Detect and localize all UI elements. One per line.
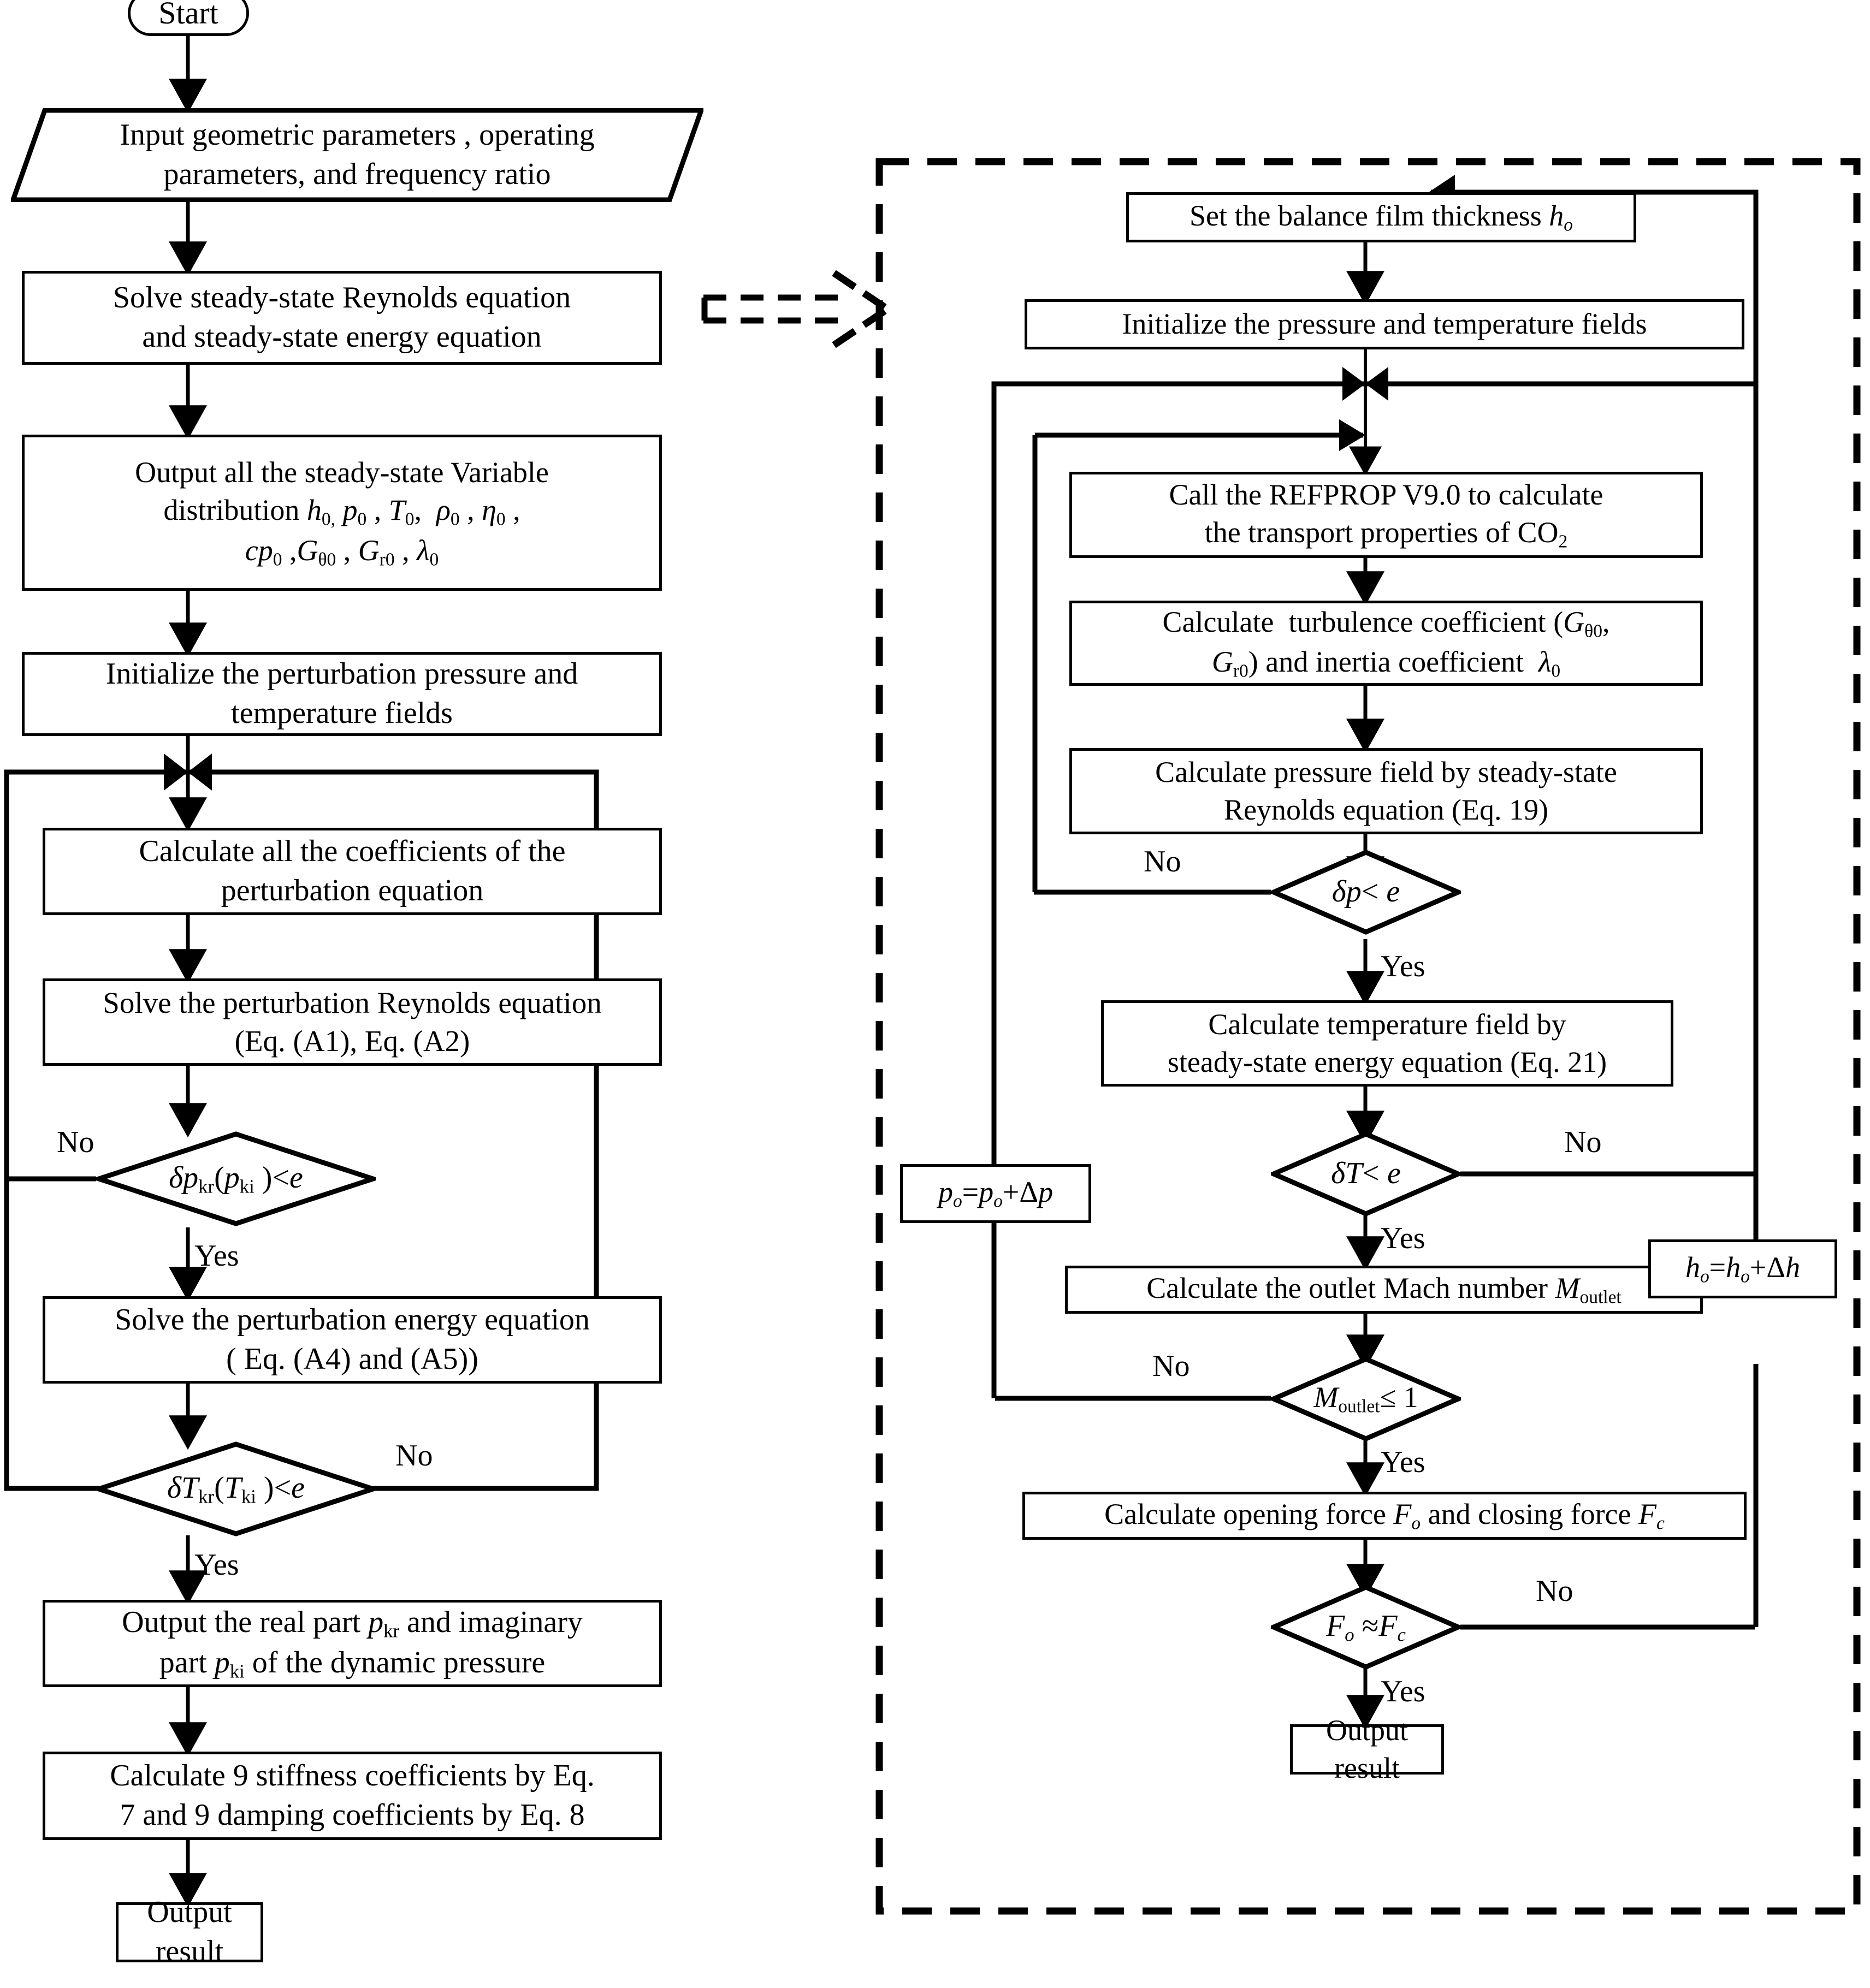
decision-delta-t[interactable]: δT< e (1271, 1131, 1461, 1216)
edge-label-force-no: No (1536, 1574, 1573, 1608)
edge-label-tkr-no: No (395, 1439, 433, 1473)
node-calculate-turbulence-inertia[interactable]: Calculate turbulence coefficient (Gθ0, G… (1069, 601, 1703, 686)
decision-mach-label: Moutlet≤ 1 (1313, 1381, 1418, 1417)
node-output-result-right-label: Output result (1325, 1713, 1408, 1784)
node-calculate-coefficients[interactable]: Calculate all the coefficients of the pe… (43, 828, 662, 915)
node-input-line1: Input geometric parameters , operating (120, 118, 595, 152)
node-output-steady-variables[interactable]: Output all the steady-state Variable dis… (22, 435, 662, 591)
node-output-steady-line2: distribution h0, p0 , T0, ρ0 , η0 , (163, 494, 520, 530)
diamond-shape (1271, 1131, 1461, 1216)
edge-label-mach-no: No (1152, 1349, 1190, 1383)
node-forces-label: Calculate opening force Fo and closing f… (1104, 1498, 1665, 1534)
decision-dp-label: δp< e (1332, 875, 1400, 909)
node-refprop-line1: Call the REFPROP V9.0 to calculate (1169, 478, 1603, 511)
decision-delta-pkr[interactable]: δpkr(pki )<e (96, 1131, 376, 1226)
node-calculate-pressure-field[interactable]: Calculate pressure field by steady-state… (1069, 748, 1703, 834)
node-initialize-perturbation[interactable]: Initialize the perturbation pressure and… (22, 652, 662, 736)
diamond-shape (1271, 850, 1461, 935)
node-turbulence-line2: Gr0) and inertia coefficient λ0 (1211, 645, 1561, 681)
node-solve-steady-line2: and steady-state energy equation (142, 320, 542, 354)
edge-label-mach-yes: Yes (1381, 1445, 1425, 1479)
decision-delta-p[interactable]: δp< e (1271, 850, 1461, 935)
node-output-result-left[interactable]: Output result (116, 1895, 263, 1968)
node-output-steady-line3: cp0 ,Gθ0 , Gr0 , λ0 (245, 533, 439, 569)
decision-force-label: Fo ≈Fc (1326, 1609, 1406, 1646)
node-input-line2: parameters, and frequency ratio (163, 157, 551, 191)
node-update-pressure[interactable]: po=po+Δp (900, 1164, 1091, 1223)
node-output-result-right[interactable]: Output result (1290, 1714, 1444, 1784)
node-update-p-label: po=po+Δp (938, 1176, 1054, 1212)
decision-dt-label: δT< e (1331, 1156, 1401, 1191)
edge-label-dp-yes: Yes (1381, 950, 1425, 983)
node-init-perturb-line1: Initialize the perturbation pressure and (105, 657, 578, 691)
decision-mach-number[interactable]: Moutlet≤ 1 (1271, 1356, 1461, 1441)
node-calculate-forces[interactable]: Calculate opening force Fo and closing f… (1022, 1492, 1747, 1540)
parallelogram-shape (11, 108, 703, 202)
decision-delta-tkr[interactable]: δTkr(Tki )<e (96, 1441, 376, 1536)
node-output-parts-line1: Output the real part pkr and imaginary (122, 1605, 583, 1642)
node-input-parameters[interactable]: Input geometric parameters , operating p… (11, 108, 703, 202)
node-output-result-left-label: Output result (147, 1895, 232, 1968)
node-calc-coeff-line1: Calculate all the coefficients of the (139, 834, 566, 869)
node-init-pt-label: Initialize the pressure and temperature … (1122, 307, 1647, 341)
decision-force-balance[interactable]: Fo ≈Fc (1271, 1585, 1461, 1670)
node-solve-steady-line1: Solve steady-state Reynolds equation (113, 281, 571, 315)
node-perturb-reynolds-line1: Solve the perturbation Reynolds equation (103, 986, 602, 1019)
node-refprop-line2: the transport properties of CO2 (1204, 515, 1568, 552)
node-mach-label: Calculate the outlet Mach number Moutlet (1146, 1272, 1622, 1308)
node-stiffness-line2: 7 and 9 damping coefficients by Eq. 8 (120, 1798, 585, 1832)
node-calculate-stiffness-damping[interactable]: Calculate 9 stiffness coefficients by Eq… (43, 1752, 662, 1840)
node-start-label: Start (158, 0, 218, 31)
edge-label-pkr-yes: Yes (194, 1239, 239, 1273)
node-calc-coeff-line2: perturbation equation (221, 874, 484, 907)
edge-label-pkr-no: No (57, 1125, 94, 1159)
node-init-perturb-line2: temperature fields (231, 696, 453, 730)
node-solve-perturbation-reynolds[interactable]: Solve the perturbation Reynolds equation… (43, 978, 662, 1066)
node-perturb-reynolds-line2: (Eq. (A1), Eq. (A2) (234, 1024, 470, 1058)
node-temperature-field-line2: steady-state energy equation (Eq. 21) (1167, 1046, 1607, 1078)
diamond-shape (1271, 1356, 1461, 1441)
node-output-steady-line1: Output all the steady-state Variable (135, 456, 549, 489)
node-update-film-thickness[interactable]: ho=ho+Δh (1648, 1239, 1837, 1298)
node-calculate-outlet-mach[interactable]: Calculate the outlet Mach number Moutlet (1065, 1266, 1703, 1314)
edge-label-dt-no: No (1564, 1125, 1602, 1159)
diamond-shape (96, 1131, 376, 1226)
node-stiffness-line1: Calculate 9 stiffness coefficients by Eq… (110, 1759, 595, 1793)
decision-tkr-label: δTkr(Tki )<e (167, 1470, 305, 1508)
node-output-parts-line2: part pki of the dynamic pressure (159, 1646, 546, 1682)
node-call-refprop[interactable]: Call the REFPROP V9.0 to calculate the t… (1069, 472, 1703, 558)
decision-pkr-label: δpkr(pki )<e (169, 1160, 303, 1197)
node-set-balance-film-thickness[interactable]: Set the balance film thickness ho (1126, 192, 1636, 242)
edge-label-tkr-yes: Yes (194, 1548, 239, 1582)
node-start[interactable]: Start (128, 0, 249, 36)
node-set-film-label: Set the balance film thickness ho (1189, 199, 1573, 235)
edge-label-dt-yes: Yes (1381, 1221, 1425, 1255)
node-turbulence-line1: Calculate turbulence coefficient (Gθ0, (1162, 605, 1610, 642)
node-initialize-pressure-temperature[interactable]: Initialize the pressure and temperature … (1025, 299, 1744, 349)
edge-label-dp-no: No (1144, 845, 1181, 879)
diamond-shape (96, 1441, 376, 1536)
node-pressure-field-line1: Calculate pressure field by steady-state (1155, 755, 1617, 788)
node-output-real-imaginary[interactable]: Output the real part pkr and imaginary p… (43, 1600, 662, 1687)
edge-label-force-yes: Yes (1381, 1675, 1425, 1708)
node-solve-steady-state[interactable]: Solve steady-state Reynolds equation and… (22, 271, 662, 365)
node-perturb-energy-line1: Solve the perturbation energy equation (115, 1303, 590, 1337)
node-pressure-field-line2: Reynolds equation (Eq. 19) (1224, 793, 1548, 826)
node-temperature-field-line1: Calculate temperature field by (1208, 1007, 1566, 1041)
diamond-shape (1271, 1585, 1461, 1670)
node-calculate-temperature-field[interactable]: Calculate temperature field by steady-st… (1101, 1000, 1673, 1087)
node-perturb-energy-line2: ( Eq. (A4) and (A5)) (226, 1342, 478, 1376)
node-solve-perturbation-energy[interactable]: Solve the perturbation energy equation (… (43, 1296, 662, 1384)
node-update-h-label: ho=ho+Δh (1685, 1251, 1801, 1287)
